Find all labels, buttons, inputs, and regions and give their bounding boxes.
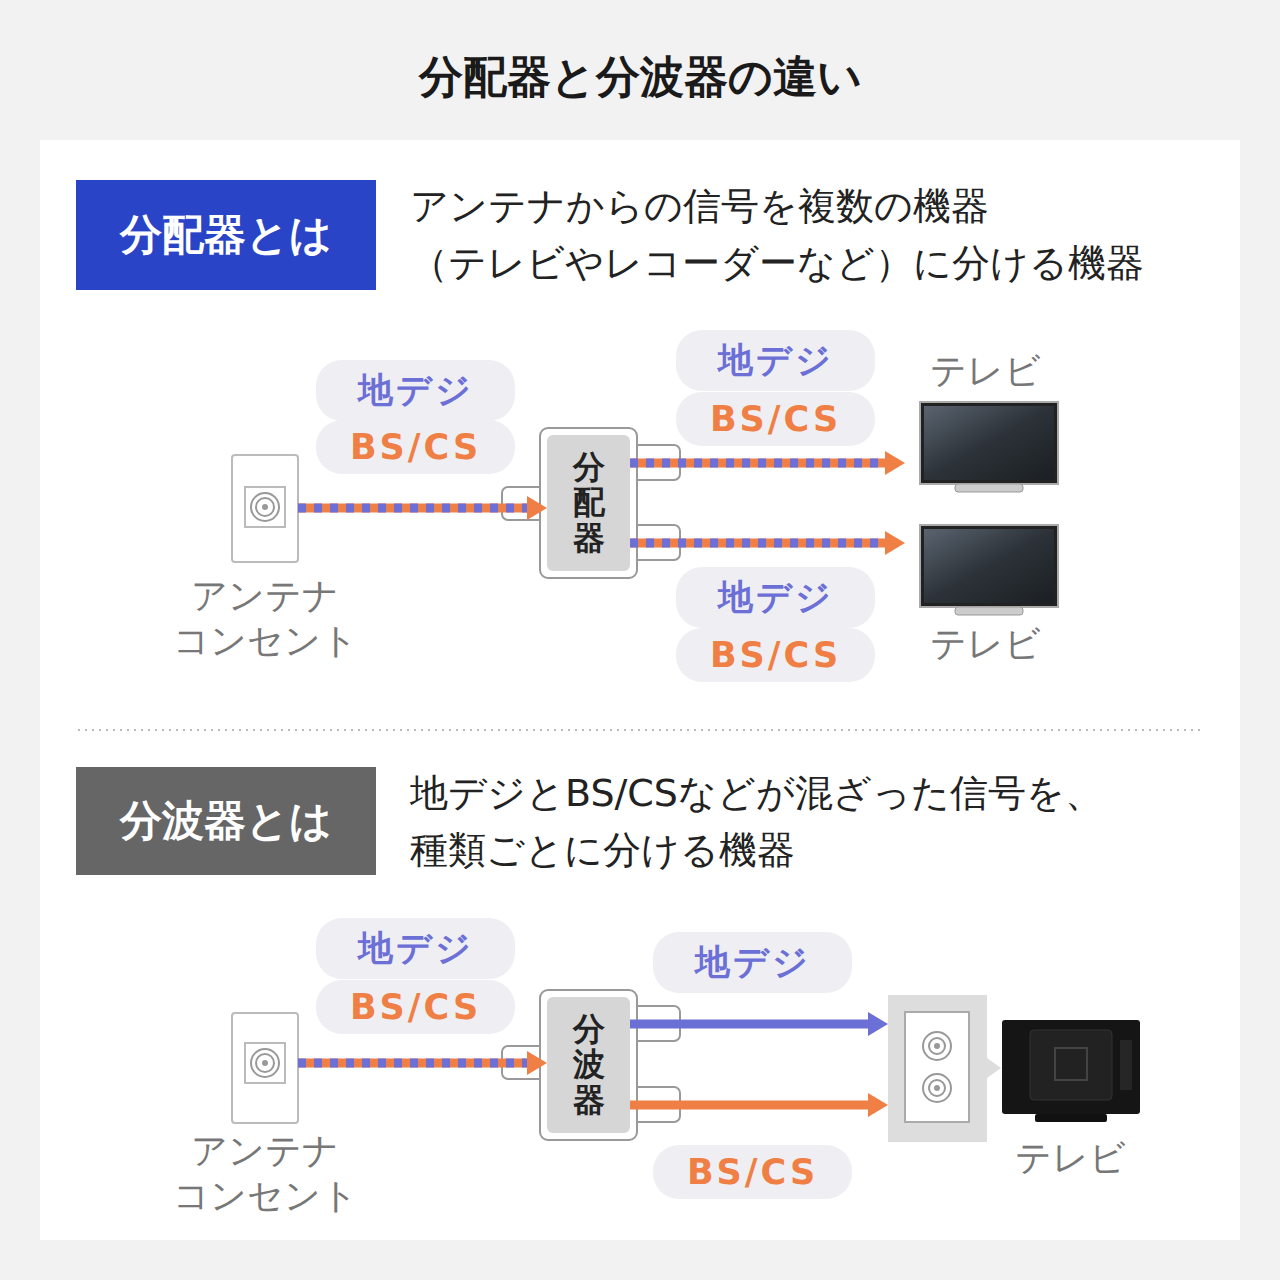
signal-line — [630, 459, 887, 468]
device-label: テレビ — [980, 1135, 1160, 1180]
tv-stand — [1035, 1114, 1107, 1122]
node-text: BS/CS — [710, 635, 841, 675]
signal-pill: 地デジ — [316, 918, 515, 979]
arrowhead — [885, 531, 905, 555]
socket-ring — [929, 1038, 945, 1054]
node-text: BS/CS — [350, 427, 481, 467]
tv-screen — [924, 406, 1054, 480]
heading-box: 分波器とは — [76, 767, 376, 875]
socket-ring — [251, 1049, 279, 1077]
wall-outlet — [905, 1012, 969, 1122]
device: テレビ — [888, 995, 1140, 1142]
arrowhead — [868, 1012, 888, 1036]
tv-back-panel — [1030, 1030, 1112, 1100]
description-text: アンテナからの信号を複数の機器 （テレビやレコーダーなど）に分ける機器 — [410, 178, 1250, 292]
signal-arrow — [630, 1012, 888, 1036]
signal-arrow — [630, 1093, 888, 1117]
arrowhead — [527, 1051, 547, 1075]
socket-ring — [923, 1074, 951, 1102]
signal-pill: 地デジ — [676, 567, 875, 628]
tv-bezel — [920, 402, 1058, 484]
signal-pill: 地デジ — [316, 360, 515, 421]
signal-line — [298, 1059, 529, 1068]
node-text: BS/CS — [687, 1152, 818, 1192]
socket-ring — [256, 1054, 274, 1072]
section-divider — [78, 729, 1200, 731]
pointer — [987, 1058, 1001, 1078]
signal-line — [630, 1020, 870, 1029]
node-text: 地デジ — [718, 574, 834, 621]
device-label: アンテナ コンセント — [165, 573, 365, 663]
socket-ring — [923, 1032, 951, 1060]
device-label: テレビ — [885, 621, 1085, 666]
socket-pin — [262, 1060, 268, 1066]
signal-line — [298, 504, 529, 513]
wall-panel — [888, 995, 987, 1142]
device-label: アンテナ コンセント — [165, 1128, 365, 1218]
socket-ring — [929, 1080, 945, 1096]
signal-pill: BS/CS — [653, 1145, 852, 1199]
signal-pill: BS/CS — [316, 420, 515, 474]
vesa-mount — [1055, 1048, 1087, 1080]
outlet-socket — [245, 1043, 285, 1083]
signal-line — [630, 539, 887, 548]
splitter-housing — [540, 990, 637, 1140]
signal-arrow — [630, 531, 905, 555]
arrowhead — [527, 496, 547, 520]
signal-pill: BS/CS — [676, 628, 875, 682]
node-text: 分配器 — [573, 450, 605, 556]
tv-back — [1002, 1020, 1140, 1114]
tv-stand — [955, 484, 1023, 492]
signal-pill: BS/CS — [676, 392, 875, 446]
outlet-plate — [232, 1013, 298, 1123]
node-text: 分配器とは — [120, 207, 332, 263]
socket-ring — [251, 493, 279, 521]
device: アンテナ コンセント — [232, 1013, 298, 1123]
node-text: BS/CS — [350, 987, 481, 1027]
node-text: 地デジ — [358, 925, 474, 972]
arrowhead — [885, 451, 905, 475]
node-text: 地デジ — [358, 367, 474, 414]
device: アンテナ コンセント — [232, 455, 298, 562]
tv-ports — [1120, 1040, 1132, 1090]
node-text: 地デジ — [695, 939, 811, 986]
node-text: BS/CS — [710, 399, 841, 439]
signal-pill: BS/CS — [316, 980, 515, 1034]
splitter-box: 分配器 — [547, 435, 630, 571]
outlet-socket — [245, 487, 285, 527]
signal-pill: 地デジ — [676, 330, 875, 391]
signal-arrow — [298, 1051, 547, 1075]
node-text: 地デジ — [718, 337, 834, 384]
device-label: テレビ — [885, 348, 1085, 393]
title: 分配器と分波器の違い — [0, 48, 1280, 107]
heading-box: 分配器とは — [76, 180, 376, 290]
signal-stripes — [298, 1059, 529, 1068]
signal-arrow — [298, 496, 547, 520]
signal-stripes — [630, 539, 887, 548]
socket-pin — [262, 504, 268, 510]
node-text: 分波器 — [573, 1012, 605, 1118]
splitter-box: 分波器 — [547, 997, 630, 1133]
device: テレビ — [905, 400, 1060, 492]
splitter-housing — [540, 428, 637, 578]
node-text: 分波器とは — [120, 793, 332, 849]
arrowhead — [868, 1093, 888, 1117]
description-text: 地デジとBS/CSなどが混ざった信号を、 種類ごとに分ける機器 — [410, 765, 1250, 879]
device: テレビ — [905, 523, 1060, 615]
signal-stripes — [298, 504, 529, 513]
tv-stand — [955, 607, 1023, 615]
socket-ring — [256, 498, 274, 516]
outlet-plate — [232, 455, 298, 562]
signal-arrow — [630, 451, 905, 475]
signal-stripes — [630, 459, 887, 468]
signal-line — [630, 1101, 870, 1110]
socket-pin — [934, 1043, 940, 1049]
socket-pin — [934, 1085, 940, 1091]
tv-screen — [924, 529, 1054, 603]
signal-pill: 地デジ — [653, 932, 852, 993]
tv-bezel — [920, 525, 1058, 607]
